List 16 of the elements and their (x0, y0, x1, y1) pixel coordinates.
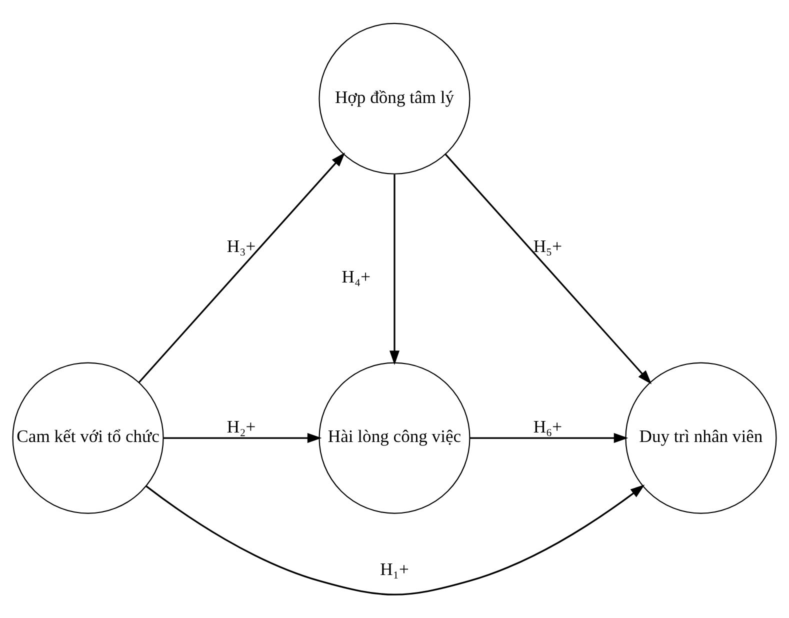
edge-label: H₁+ (380, 559, 409, 580)
arrow (390, 174, 400, 365)
edge-label: H₃+ (226, 236, 256, 256)
node-circle: Cam kết với tổ chức (12, 362, 164, 514)
edge-label: H₅+ (533, 236, 562, 256)
edge-label: H₂+ (226, 416, 256, 436)
edge-label: H₄+ (342, 266, 370, 287)
arrow (444, 154, 652, 384)
node-circle: Duy trì nhân viên (625, 362, 777, 514)
node-circle: Hợp đồng tâm lý (318, 22, 470, 174)
edge-label: H₆+ (533, 416, 562, 436)
node-circle: Hài lòng công việc (318, 362, 470, 514)
arrow (138, 152, 346, 383)
arrow (164, 433, 322, 444)
arrow (470, 433, 628, 444)
arrow (146, 484, 645, 596)
